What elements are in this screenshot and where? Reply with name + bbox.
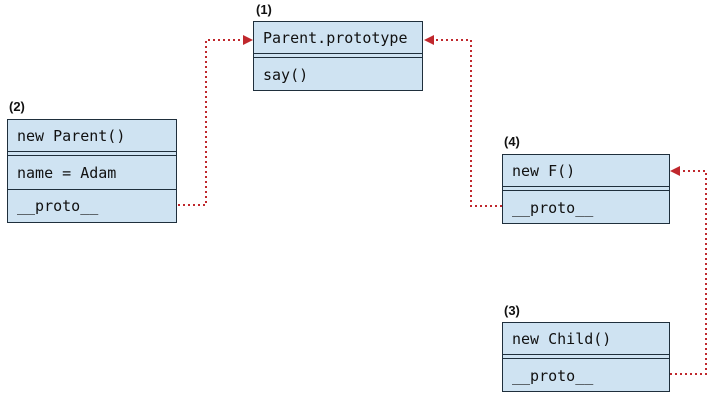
box-number-4: (4) <box>504 134 520 149</box>
child-proto-field: __proto__ <box>512 366 594 385</box>
separator <box>8 151 176 156</box>
box-number-2: (2) <box>9 99 25 114</box>
say-method: say() <box>263 65 309 84</box>
child-instance-box: new Child() __proto__ <box>502 322 670 392</box>
parent-instance-title: new Parent() <box>17 126 126 145</box>
parent-prototype-box: Parent.prototype say() <box>253 21 423 91</box>
parent-instance-box: new Parent() name = Adam __proto__ <box>7 119 177 223</box>
parent-prototype-title: Parent.prototype <box>263 28 408 47</box>
link-child-to-f <box>670 166 707 375</box>
box-number-3: (3) <box>504 303 520 318</box>
separator <box>503 354 669 359</box>
box-number-1: (1) <box>256 2 272 17</box>
f-instance-box: new F() __proto__ <box>502 154 670 224</box>
link-parent-to-prototype <box>178 35 253 206</box>
link-f-to-prototype <box>424 35 502 207</box>
separator <box>503 186 669 191</box>
separator <box>254 53 422 58</box>
f-instance-title: new F() <box>512 161 576 180</box>
child-instance-title: new Child() <box>512 329 612 348</box>
separator <box>8 189 176 190</box>
f-proto-field: __proto__ <box>512 198 594 217</box>
parent-proto-field: __proto__ <box>17 197 99 215</box>
name-property: name = Adam <box>17 163 117 182</box>
